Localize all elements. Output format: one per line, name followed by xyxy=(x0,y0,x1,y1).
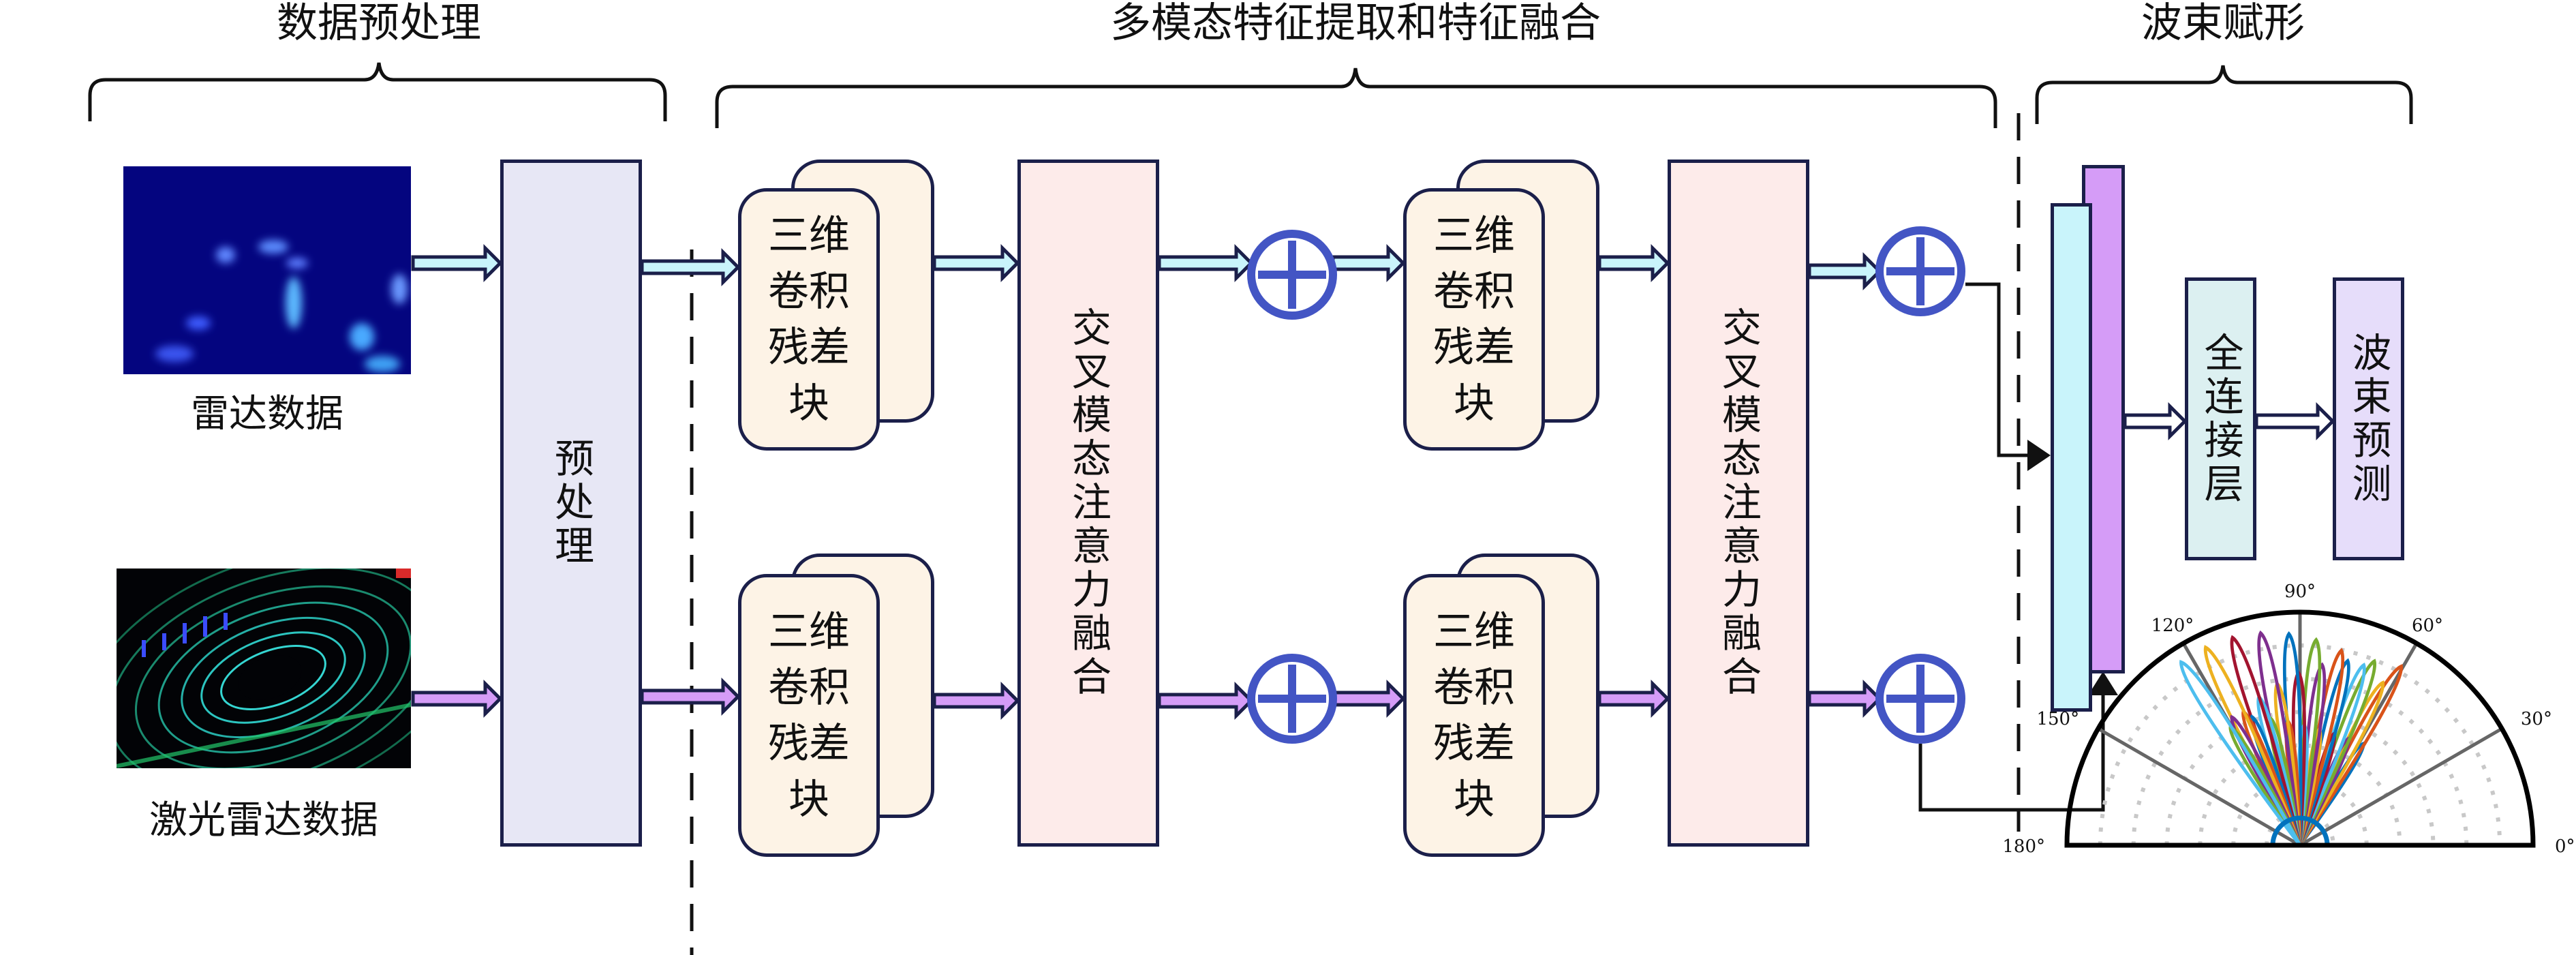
arrow-concat-to-fc xyxy=(2123,401,2188,441)
beam-lobe-inner xyxy=(2270,815,2330,846)
radar-data-caption: 雷达数据 xyxy=(191,392,343,436)
arrow-cross2-to-sum2-radar xyxy=(1807,252,1882,291)
arrow-lidar-to-preprocess xyxy=(411,679,503,718)
preprocess-label: 预处理 xyxy=(548,438,594,569)
radar-data-image xyxy=(123,166,411,374)
connector-bottom-to-concat xyxy=(1918,692,2105,812)
section-title-feature-extraction: 多模态特征提取和特征融合 xyxy=(1110,0,1601,47)
arrow-sum-to-res2-lidar xyxy=(1331,679,1406,718)
arrow-res2-to-cross2-lidar xyxy=(1597,679,1670,718)
polar-angle-label: 180° xyxy=(2002,836,2045,857)
polar-spoke xyxy=(2299,727,2503,847)
beam-lobe xyxy=(2282,631,2303,846)
section-title-beamforming: 波束赋形 xyxy=(2141,0,2305,47)
fully-connected-label: 全连接层 xyxy=(2197,331,2244,506)
polar-frame xyxy=(2064,609,2536,848)
res-block-label: 三维卷积残差块 xyxy=(768,607,850,823)
arrow-cross-to-sum-lidar xyxy=(1157,681,1254,721)
arrow-cross2-to-sum2-lidar xyxy=(1807,679,1882,718)
arrow-res-to-cross-radar xyxy=(932,243,1020,283)
polar-grid-ring xyxy=(2231,777,2369,846)
beam-prediction-block: 波束预测 xyxy=(2333,277,2404,560)
beam-lobe xyxy=(2298,648,2345,846)
section-title-preprocessing: 数据预处理 xyxy=(277,0,481,47)
arrow-sum-to-res2-radar xyxy=(1331,243,1406,283)
polar-angle-label: 90° xyxy=(2284,581,2316,602)
res-block-lidar-2: 三维卷积残差块 xyxy=(1403,574,1545,857)
brace-feature-extraction xyxy=(715,67,1997,128)
arrow-preprocess-to-res-radar xyxy=(640,247,741,287)
arrowhead-top-concat xyxy=(2027,440,2051,471)
arrow-res-to-cross-lidar xyxy=(932,681,1020,721)
beam-lobe xyxy=(2298,637,2322,846)
sum-node-lidar-2 xyxy=(1875,654,1965,744)
res-block-radar-1: 三维卷积残差块 xyxy=(738,188,880,451)
polar-spoke xyxy=(2097,727,2301,847)
brace-preprocessing xyxy=(88,62,667,121)
sum-node-lidar-1 xyxy=(1247,654,1337,744)
res-block-radar-2: 三维卷积残差块 xyxy=(1403,188,1545,451)
beam-lobe xyxy=(2179,660,2302,847)
polar-angle-label: 60° xyxy=(2412,616,2443,636)
lidar-data-image xyxy=(117,569,411,768)
cross-modal-attention-fusion-2: 交叉模态注意力融合 xyxy=(1668,160,1809,847)
res-block-lidar-1: 三维卷积残差块 xyxy=(738,574,880,857)
connector-top-to-concat xyxy=(1965,282,2027,457)
cross-modal-attention-fusion-1: 交叉模态注意力融合 xyxy=(1017,160,1159,847)
arrow-res2-to-cross2-radar xyxy=(1597,243,1670,283)
cross-modal-label: 交叉模态注意力融合 xyxy=(1715,307,1762,699)
polar-angle-label: 30° xyxy=(2521,709,2552,729)
lidar-data-caption: 激光雷达数据 xyxy=(149,798,378,843)
res-block-label: 三维卷积残差块 xyxy=(768,211,850,427)
beam-prediction-label: 波束预测 xyxy=(2345,331,2392,506)
arrow-cross-to-sum-radar xyxy=(1157,243,1254,283)
arrowhead-bottom-concat xyxy=(2088,671,2118,695)
polar-angle-label: 150° xyxy=(2036,709,2079,729)
sum-node-radar-2 xyxy=(1875,226,1965,316)
cross-modal-label: 交叉模态注意力融合 xyxy=(1065,307,1111,699)
beam-lobe xyxy=(2230,714,2302,847)
res-block-label: 三维卷积残差块 xyxy=(1433,607,1515,823)
beam-lobe xyxy=(2298,662,2366,846)
polar-grid-ring xyxy=(2265,810,2335,846)
concat-bar-radar xyxy=(2051,203,2092,712)
polar-angle-label: 120° xyxy=(2151,616,2194,636)
arrow-radar-to-preprocess xyxy=(411,243,503,283)
beam-pattern-polar-plot: 0° 30° 60° 90° 120° 150° 180° xyxy=(2002,581,2575,857)
arrow-fc-to-beam xyxy=(2254,401,2335,441)
preprocess-block: 预处理 xyxy=(500,160,642,847)
brace-beamforming xyxy=(2035,65,2413,124)
polar-angle-label: 0° xyxy=(2555,836,2575,857)
res-block-label: 三维卷积残差块 xyxy=(1433,211,1515,427)
arrow-preprocess-to-res-lidar xyxy=(640,677,741,716)
sum-node-radar-1 xyxy=(1247,230,1337,320)
